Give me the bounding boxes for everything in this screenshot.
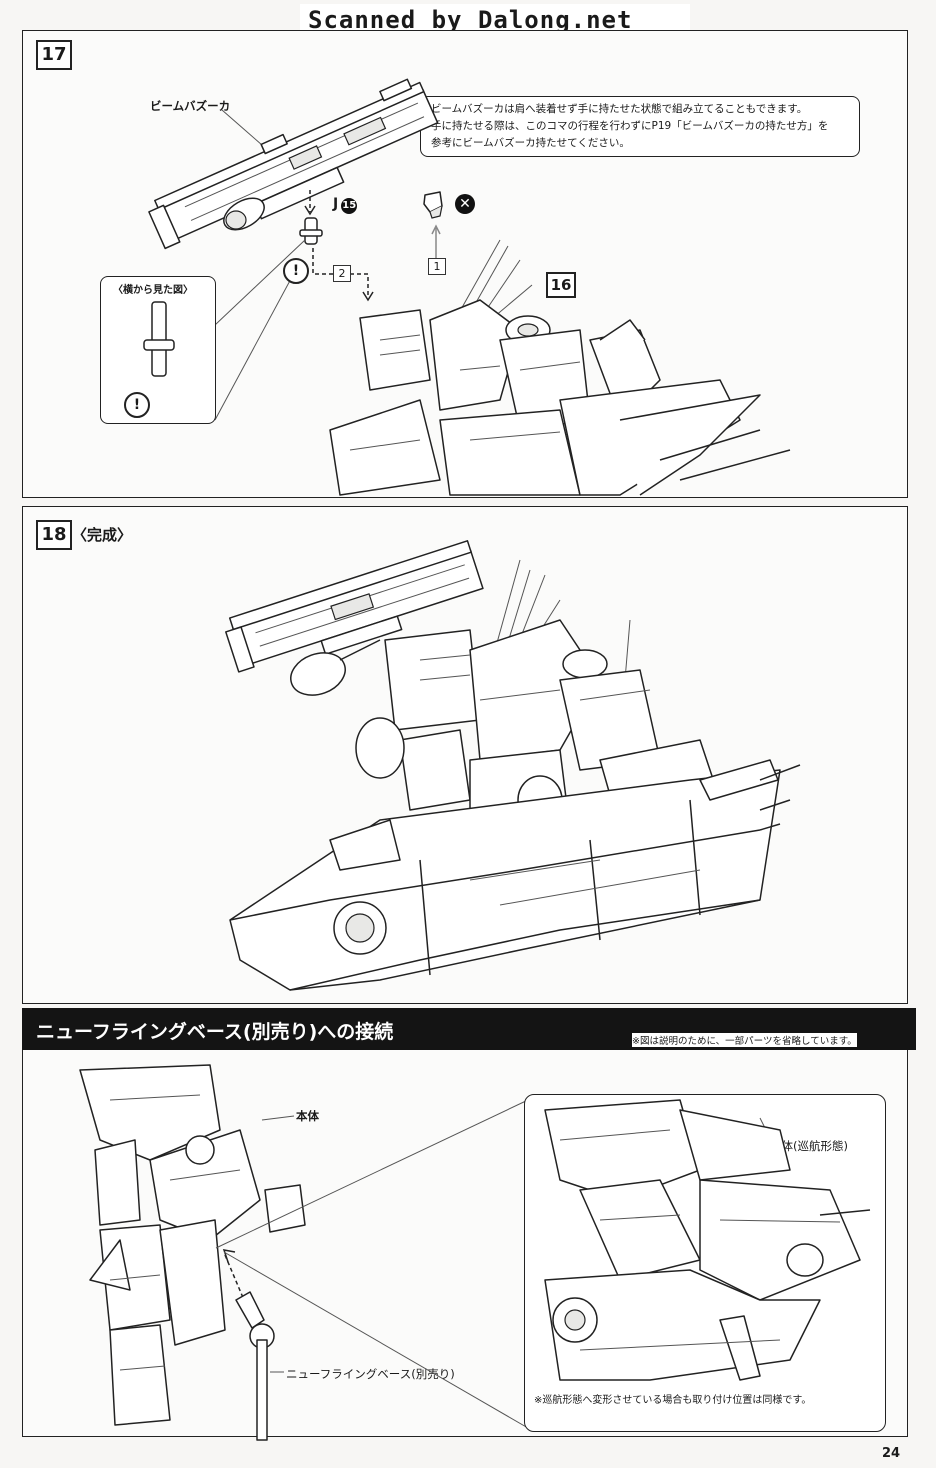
body-cruise-label: 本体(巡航形態): [770, 1139, 848, 1153]
bazooka-drawing: [148, 78, 443, 421]
step-17-number: 17: [36, 40, 72, 70]
note-line-2: 手に持たせる際は、このコマの行程を行わずにP19「ビームバズーカの持たせ方」を: [431, 120, 829, 132]
bazooka-note: ビームバズーカは肩へ装着せず手に持たせた状態で組み立てることもできます。 手に持…: [420, 96, 860, 157]
base-label: ニューフライングベース(別売り): [286, 1367, 455, 1381]
side-view-warning-icon: !: [124, 392, 150, 418]
ref-step-16: 16: [546, 272, 576, 298]
part-letter: J: [333, 196, 339, 212]
step-18-number: 18: [36, 520, 72, 550]
page-number: 24: [882, 1446, 901, 1461]
part-number-badge: 15: [341, 198, 358, 214]
bazooka-label: ビームバズーカ: [150, 99, 231, 113]
arrow-step-2: 2: [333, 265, 351, 282]
cruise-note: ※巡航形態へ変形させている場合も取り付け位置は同様です。: [534, 1395, 812, 1406]
ng-mark-icon: ✕: [455, 194, 475, 214]
note-line-3: 参考にビームバズーカ持たせてください。: [431, 137, 630, 149]
note-line-1: ビームバズーカは肩へ装着せず手に持たせた状態で組み立てることもできます。: [431, 103, 808, 115]
scan-watermark-text: Scanned by Dalong.net: [308, 6, 633, 34]
completed-model-drawing: [225, 540, 801, 991]
assembly-drawing-17: [329, 239, 791, 496]
step-18-title: 〈完成〉: [72, 526, 133, 544]
warning-icon: !: [283, 258, 309, 284]
side-view-part: [143, 301, 175, 377]
body-label: 本体: [296, 1109, 319, 1123]
omission-note: ※図は説明のために、一部パーツを省略しています。: [632, 1033, 857, 1047]
arrow-step-1: 1: [428, 258, 446, 275]
side-view-label: 〈横から見た図〉: [113, 285, 193, 296]
scan-watermark: [300, 4, 690, 34]
connection-title: ニューフライングベース(別売り)への接続: [36, 1021, 394, 1043]
